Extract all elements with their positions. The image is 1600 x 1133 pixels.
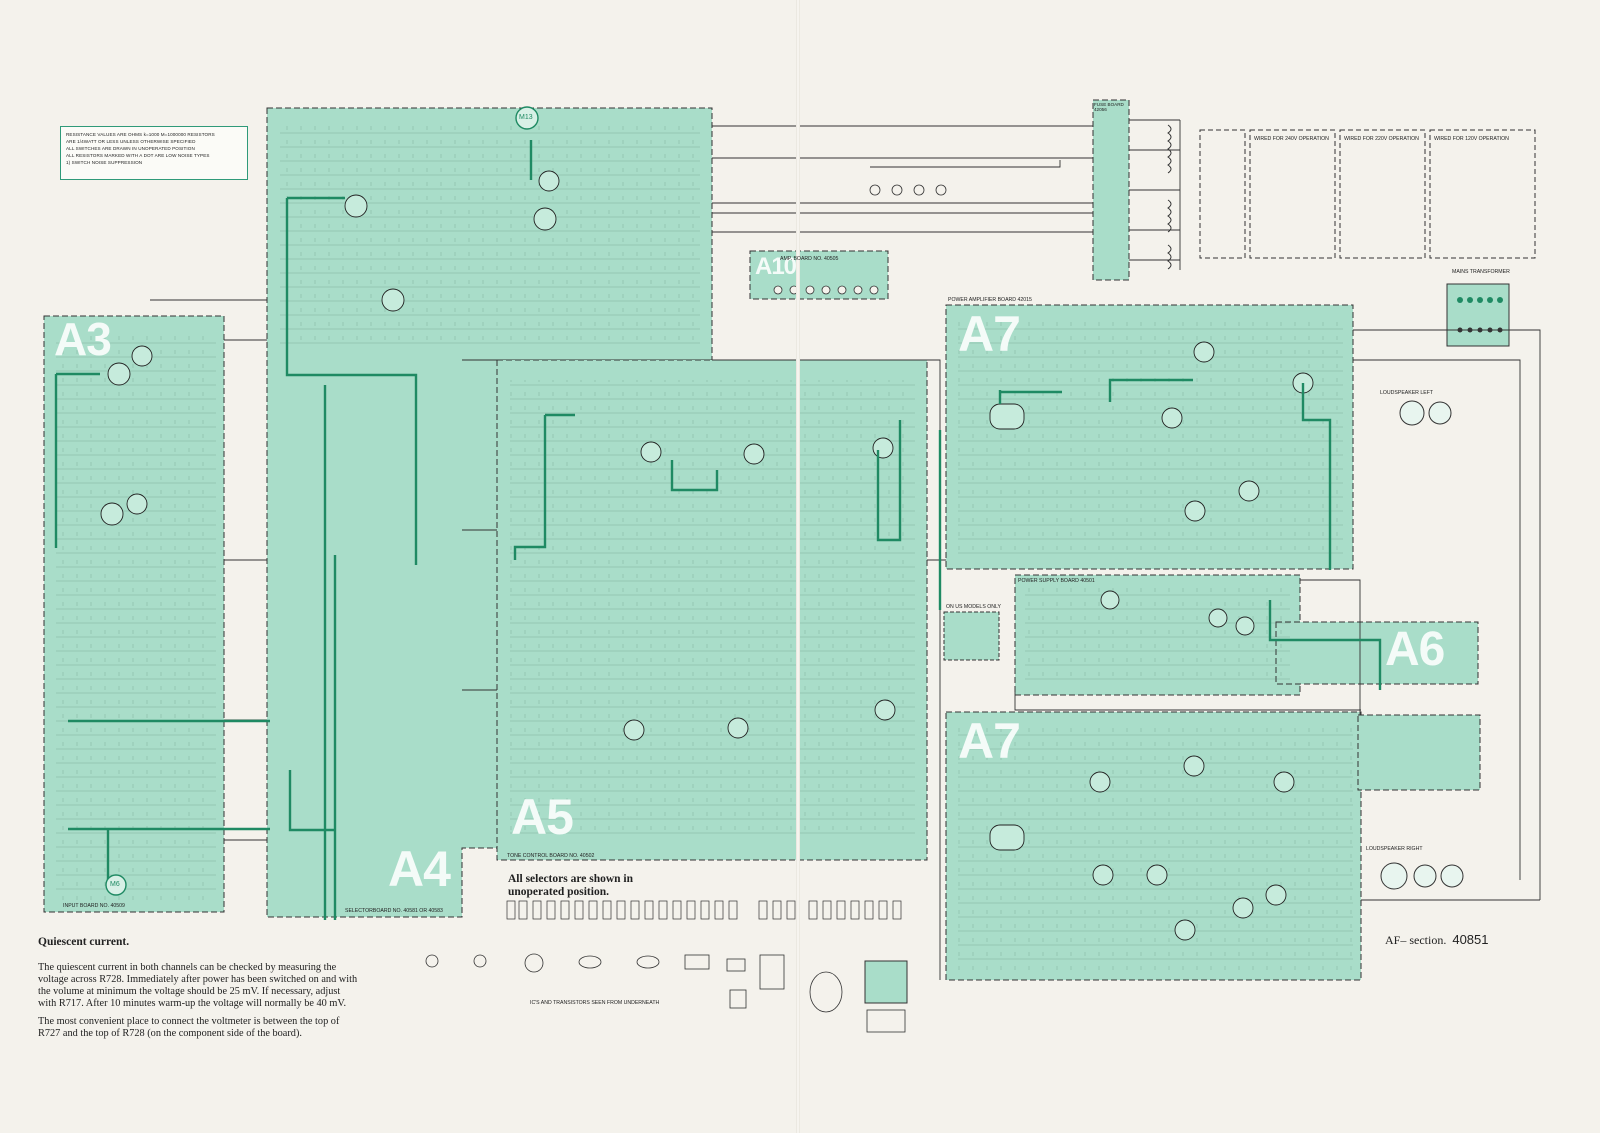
loudspeaker-left-label: LOUDSPEAKER LEFT [1380,390,1434,396]
section-caption: AF– section. 40851 [1385,932,1489,948]
fuse-board-label: FUSE BOARD 42056 [1094,102,1124,112]
power-supply-board-label: POWER SUPPLY BOARD 40501 [1018,578,1095,584]
page-fold [796,0,800,1133]
mains-terminals [1457,297,1503,333]
note-line: ARE 1/4WATT OR LESS UNLESS OTHERWISE SPE… [66,139,196,144]
harness-lines [150,119,1541,980]
quiescent-title: Quiescent current. [38,936,130,948]
note-line: RESISTANCE VALUES ARE OHMS k=1000 M=1000… [66,132,215,137]
fuse-board-box [1092,99,1130,281]
loudspeaker-right-label: LOUDSPEAKER RIGHT [1366,846,1423,852]
quiescent-body: The quiescent current in both channels c… [38,962,358,1046]
wiring-option-boxes [1199,129,1536,259]
rectifier-board [1357,714,1481,791]
mains-transformer-label: MAINS TRANSFORMER [1452,269,1510,275]
board-tag-a5: A5 [511,789,574,845]
dial-lamps [773,184,947,295]
board-a6 [1275,621,1479,685]
board-name-a4: SELECTORBOARD NO. 40581 OR 40583 [345,908,443,914]
selectors-note: All selectors are shown in unoperated po… [508,873,634,898]
wiring-220v-label: WIRED FOR 220V OPERATION [1344,136,1419,142]
us-models-box [943,611,1000,661]
board-name-a5: TONE CONTROL BOARD NO. 40502 [507,853,595,859]
meter-m13-label: M13 [519,114,533,121]
selector-switch-strip [506,900,902,920]
note-line: ALL SWITCHES ARE DRAWN IN UNOPERATED POS… [66,146,195,151]
ic-note: IC'S AND TRANSISTORS SEEN FROM UNDERNEAT… [530,1000,660,1006]
transistors [100,170,1314,941]
board-a10 [749,250,889,300]
ic-ca3089 [864,960,908,1004]
board-tag-a10: A10 [755,253,797,280]
meter-rings [105,106,539,896]
board-tag-a7-top: A7 [958,306,1021,362]
board-tag-a4: A4 [388,841,451,897]
notes-box: RESISTANCE VALUES ARE OHMS k=1000 M=1000… [60,126,248,180]
note-line: 1) SWITCH NOISE SUPPRESSION [66,160,143,165]
board-tag-a3: A3 [54,313,112,365]
wiring-240v-label: WIRED FOR 240V OPERATION [1254,136,1329,142]
signal-traces [54,140,1382,920]
board-name-a3: INPUT BOARD NO. 40509 [63,903,125,909]
note-line: ALL RESISTORS MARKED WITH A DOT ARE LOW … [66,153,210,158]
section-number: 40851 [1452,932,1489,947]
us-models-label: ON US MODELS ONLY [946,604,1001,610]
section-label: AF– section. [1385,933,1447,947]
board-name-a10: AMP. BOARD NO. 40505 [780,256,839,262]
mains-transformer-terminal [1446,283,1510,347]
board-tag-a7-bottom: A7 [958,713,1021,769]
wiring-120v-label: WIRED FOR 120V OPERATION [1434,136,1509,142]
meter-m6-label: M6 [110,881,120,888]
speaker-connectors [1380,400,1464,890]
quiescent-paragraph-2: The most convenient place to connect the… [38,1016,340,1039]
board-name-a7: POWER AMPLIFIER BOARD 42015 [948,297,1032,303]
transformer-coils [1167,124,1172,270]
quiescent-paragraph-1: The quiescent current in both channels c… [38,962,358,1009]
package-outlines [425,953,906,1033]
circuit-wires [56,120,1353,970]
board-tag-a6: A6 [1385,623,1445,676]
